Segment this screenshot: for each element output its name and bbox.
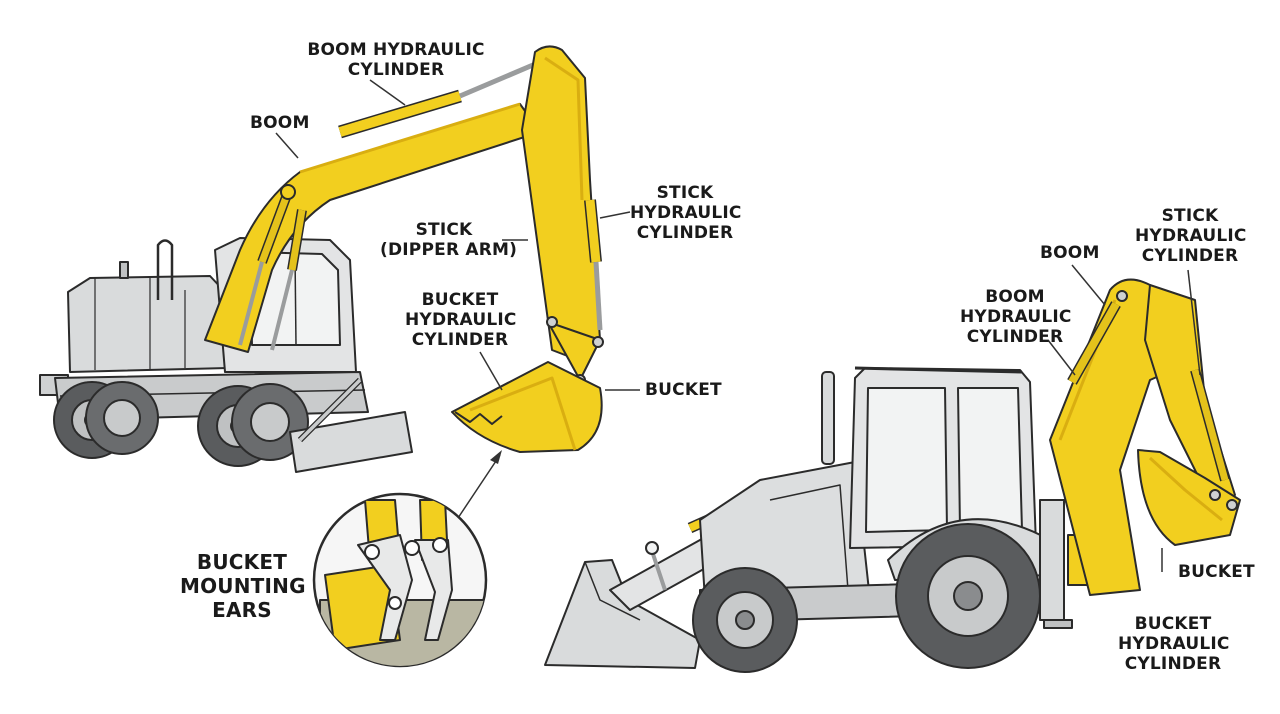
label-bh-bucket-hydraulic-cylinder: BUCKET HYDRAULIC CYLINDER [1118, 614, 1230, 674]
label-line: CYLINDER [636, 223, 734, 243]
label-line: CYLINDER [411, 330, 509, 350]
label-line: CYLINDER [1141, 246, 1239, 266]
leader-exc-boom-cylinder [369, 79, 406, 106]
label-line: BUCKET [1134, 614, 1212, 634]
label-line: STICK [1161, 206, 1219, 226]
label-bucket-mounting-ears: BUCKET MOUNTING EARS [180, 550, 306, 622]
label-exc-bucket: BUCKET [645, 380, 722, 400]
label-line: CYLINDER [966, 327, 1064, 347]
leader-bh-boom [1071, 264, 1106, 306]
label-line: MOUNTING [180, 574, 306, 598]
label-line: BOOM [250, 113, 310, 133]
label-line: STICK [656, 183, 714, 203]
label-line: BUCKET [421, 290, 499, 310]
label-bh-stick-hydraulic-cylinder: STICK HYDRAULIC CYLINDER [1135, 206, 1247, 266]
wheeled-excavator [39, 45, 604, 473]
label-exc-boom-hydraulic-cylinder: BOOM HYDRAULIC CYLINDER [296, 40, 496, 80]
label-line: HYDRAULIC [1118, 634, 1230, 654]
excavator-dozer-blade [289, 411, 413, 473]
excavator-bucket [451, 361, 603, 453]
leader-exc-boom [275, 132, 299, 159]
backhoe-exhaust [821, 371, 835, 465]
label-bh-bucket: BUCKET [1178, 562, 1255, 582]
label-exc-bucket-hydraulic-cylinder: BUCKET HYDRAULIC CYLINDER [405, 290, 517, 350]
label-bh-boom-hydraulic-cylinder: BOOM HYDRAULIC CYLINDER [960, 287, 1072, 347]
label-line: STICK [415, 220, 473, 240]
label-line: BUCKET [1178, 562, 1255, 582]
label-line: CYLINDER [347, 60, 445, 80]
backhoe-loader [544, 278, 1241, 673]
label-line: HYDRAULIC [960, 307, 1072, 327]
label-line: EARS [212, 598, 272, 622]
leader-lines [275, 79, 1201, 572]
label-line: HYDRAULIC [405, 310, 517, 330]
label-line: HYDRAULIC [630, 203, 742, 223]
backhoe-stabilizer [1039, 499, 1065, 621]
label-bh-boom: BOOM [1040, 243, 1100, 263]
label-line: HYDRAULIC [1135, 226, 1247, 246]
label-line: BOOM [985, 287, 1045, 307]
bucket-ears-detail [312, 492, 488, 668]
leader-exc-stick-cylinder [599, 211, 631, 219]
label-line: BUCKET [196, 550, 288, 574]
leader-bh-boom-cylinder [1047, 339, 1076, 376]
label-line: CYLINDER [1124, 654, 1222, 674]
excavator-engine-housing [67, 275, 229, 373]
label-line: BUCKET [645, 380, 722, 400]
detail-arrow [457, 454, 501, 519]
label-line: (DIPPER ARM) [380, 240, 518, 260]
label-exc-stick-hydraulic-cylinder: STICK HYDRAULIC CYLINDER [630, 183, 742, 243]
leader-exc-bucket-cylinder [479, 351, 503, 391]
label-line: BOOM HYDRAULIC [307, 40, 485, 60]
label-exc-boom: BOOM [250, 113, 310, 133]
leader-bh-stick-cylinder [1187, 269, 1201, 376]
label-exc-stick: STICK (DIPPER ARM) [380, 220, 518, 260]
label-line: BOOM [1040, 243, 1100, 263]
backhoe-bucket [1137, 449, 1241, 546]
